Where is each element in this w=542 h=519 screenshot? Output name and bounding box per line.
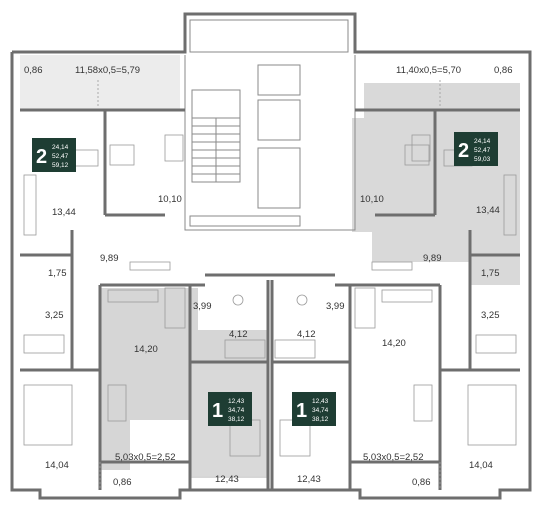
desk-top-left (109, 144, 135, 166)
top-stair-block (189, 19, 349, 53)
sofa-center-left (107, 384, 127, 422)
badge-right-2room-area-3: 59,03 (474, 156, 491, 163)
kitchen-counter-left (23, 174, 37, 236)
badge-left-2room-area-3: 59,12 (52, 162, 69, 169)
label-balcony-tl-small: 0,86 (24, 65, 43, 76)
elevator-shaft-2 (257, 99, 301, 141)
elevator-shaft-1 (257, 64, 301, 96)
label-balcony-tl-long: 11,58x0,5=5,79 (75, 65, 140, 76)
badge-center-right-1room: 1 12,43 34,74 38,12 (292, 392, 336, 426)
label-balcony-bl-small: 0,86 (113, 477, 132, 488)
label-wc-l: 1,75 (48, 268, 67, 279)
label-hall-cl: 3,99 (193, 301, 212, 312)
corridor-strip (189, 215, 301, 227)
label-bath-cl: 4,12 (229, 329, 248, 340)
label-kitchen-l: 14,20 (134, 344, 158, 355)
label-room-l-13: 13,44 (52, 207, 76, 218)
label-hall-cr: 3,99 (326, 301, 345, 312)
wardrobe-center-right (354, 287, 376, 329)
badge-right-2room-count: 2 (458, 140, 469, 162)
label-bath-l: 3,25 (45, 310, 64, 321)
highlighted-apartment-zones (20, 55, 520, 478)
dashed-dividers (97, 80, 441, 490)
label-bed-l: 14,04 (45, 460, 69, 471)
badge-center-left-1room-area-2: 34,74 (228, 407, 245, 414)
bed-bottom-left (23, 384, 73, 446)
toilet-center-left (232, 294, 244, 306)
badge-left-2room-area-2: 52,47 (52, 153, 69, 160)
label-balcony-br: 5,03x0,5=2,52 (363, 452, 423, 463)
label-bath-cr: 4,12 (297, 329, 316, 340)
room-labels: 0,86 11,58x0,5=5,79 11,40x0,5=5,70 0,86 … (24, 65, 513, 488)
label-room-cr: 12,43 (297, 474, 321, 485)
badge-right-2room-bg (454, 132, 498, 166)
label-balcony-bl: 5,03x0,5=2,52 (115, 452, 175, 463)
badge-center-left-1room: 1 12,43 34,74 38,12 (208, 392, 252, 426)
bathtub-center-right (274, 339, 316, 359)
badge-center-right-1room-count: 1 (296, 400, 307, 422)
radiator-left (129, 261, 171, 271)
wardrobe-center-left (164, 287, 186, 329)
kitchen-counter-center-right (381, 289, 433, 303)
bed-bottom-right (467, 384, 517, 446)
label-balcony-tr-long: 11,40x0,5=5,70 (396, 65, 461, 76)
elevator-shaft-3 (257, 147, 301, 209)
label-bath-r: 3,25 (481, 310, 500, 321)
interior-walls (20, 108, 520, 490)
label-room-r-10: 10,10 (360, 194, 384, 205)
badge-right-2room: 2 24,14 52,47 59,03 (454, 132, 498, 166)
stair-steps (192, 117, 240, 182)
bed-top-left (164, 134, 184, 162)
stair-core-outline (184, 55, 356, 231)
label-room-l-10: 10,10 (158, 194, 182, 205)
badge-center-right-1room-area-2: 34,74 (312, 407, 329, 414)
label-wc-r: 1,75 (481, 268, 500, 279)
kitchen-counter-right (503, 174, 517, 236)
bathtub-right (475, 334, 517, 354)
label-hall-r: 9,89 (423, 253, 442, 264)
badge-center-left-1room-area-1: 12,43 (228, 398, 245, 405)
desk-top-right (404, 144, 430, 166)
kitchen-counter-center-left (107, 289, 159, 303)
label-kitchen-r: 14,20 (382, 338, 406, 349)
stair-core (189, 64, 301, 227)
toilet-center-right (296, 294, 308, 306)
bathtub-center-left (224, 339, 266, 359)
label-balcony-br-small: 0,86 (412, 477, 431, 488)
bathtub-left (23, 334, 65, 354)
badge-center-left-1room-area-3: 38,12 (228, 416, 245, 423)
outer-walls (10, 12, 532, 500)
label-balcony-tr-small: 0,86 (494, 65, 513, 76)
bed-top-right (411, 134, 431, 162)
radiator-right (371, 261, 413, 271)
badge-left-2room-bg (32, 138, 76, 172)
furniture (23, 134, 517, 457)
badge-center-right-1room-bg (292, 392, 336, 426)
badge-left-2room-area-1: 24,14 (52, 144, 69, 151)
badge-center-left-1room-count: 1 (212, 400, 223, 422)
label-room-cl: 12,43 (215, 474, 239, 485)
label-bed-r: 14,04 (469, 460, 493, 471)
badge-center-left-1room-bg (208, 392, 252, 426)
label-hall-l: 9,89 (100, 253, 119, 264)
outer-wall-main (10, 12, 532, 500)
zone-top-left-balcony (20, 55, 180, 109)
badge-center-right-1room-area-3: 38,12 (312, 416, 329, 423)
badge-left-2room-count: 2 (36, 146, 47, 168)
sofa-center-right (413, 384, 433, 422)
badge-left-2room: 2 24,14 52,47 59,12 (32, 138, 76, 172)
label-room-r-13: 13,44 (476, 205, 500, 216)
badge-center-right-1room-area-1: 12,43 (312, 398, 329, 405)
badge-right-2room-area-2: 52,47 (474, 147, 491, 154)
badge-right-2room-area-1: 24,14 (474, 138, 491, 145)
